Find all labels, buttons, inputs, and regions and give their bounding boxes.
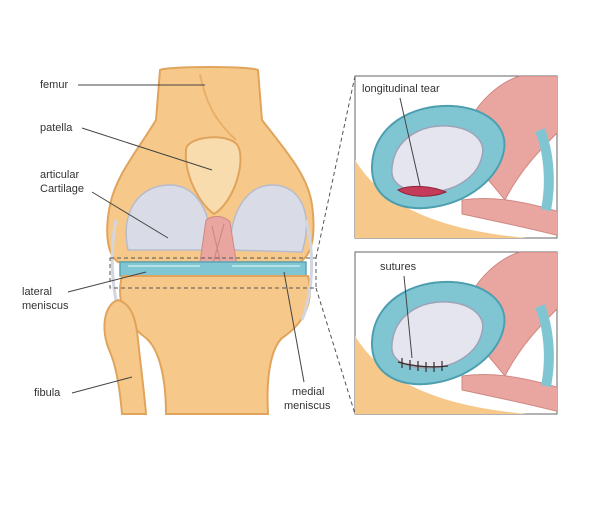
label-medial-text-1: medial <box>292 386 324 398</box>
articular-cartilage-right <box>229 184 308 253</box>
label-lateral-text-2: meniscus <box>22 300 69 312</box>
label-femur: femur <box>40 79 205 91</box>
label-fibula-text: fibula <box>34 387 61 399</box>
label-articular-text-2: Cartilage <box>40 183 84 195</box>
label-medial-meniscus: medial meniscus <box>283 271 331 412</box>
label-femur-text: femur <box>40 79 68 91</box>
label-articular-text-1: articular <box>40 169 79 181</box>
tear-mark <box>397 185 448 197</box>
suture-line <box>397 358 449 372</box>
patella-bone <box>184 136 242 216</box>
label-patella-text: patella <box>40 122 73 134</box>
label-medial-text-2: meniscus <box>284 400 331 412</box>
inset-longitudinal-tear: longitudinal tear <box>354 75 558 239</box>
meniscus-band <box>119 261 307 277</box>
inset-top-title: longitudinal tear <box>362 83 440 95</box>
label-lateral-meniscus: lateral meniscus <box>22 271 147 312</box>
inset-sutures: sutures <box>354 251 558 415</box>
label-lateral-text-1: lateral <box>22 286 52 298</box>
knee-joint-illustration <box>103 66 356 415</box>
selection-box <box>109 257 317 289</box>
label-articular-cartilage: articular Cartilage <box>40 169 169 239</box>
tibia-bone <box>119 275 311 415</box>
label-fibula: fibula <box>34 376 133 399</box>
label-patella: patella <box>40 122 213 171</box>
inset-bottom-title: sutures <box>380 261 417 273</box>
fibula-bone <box>103 298 148 415</box>
